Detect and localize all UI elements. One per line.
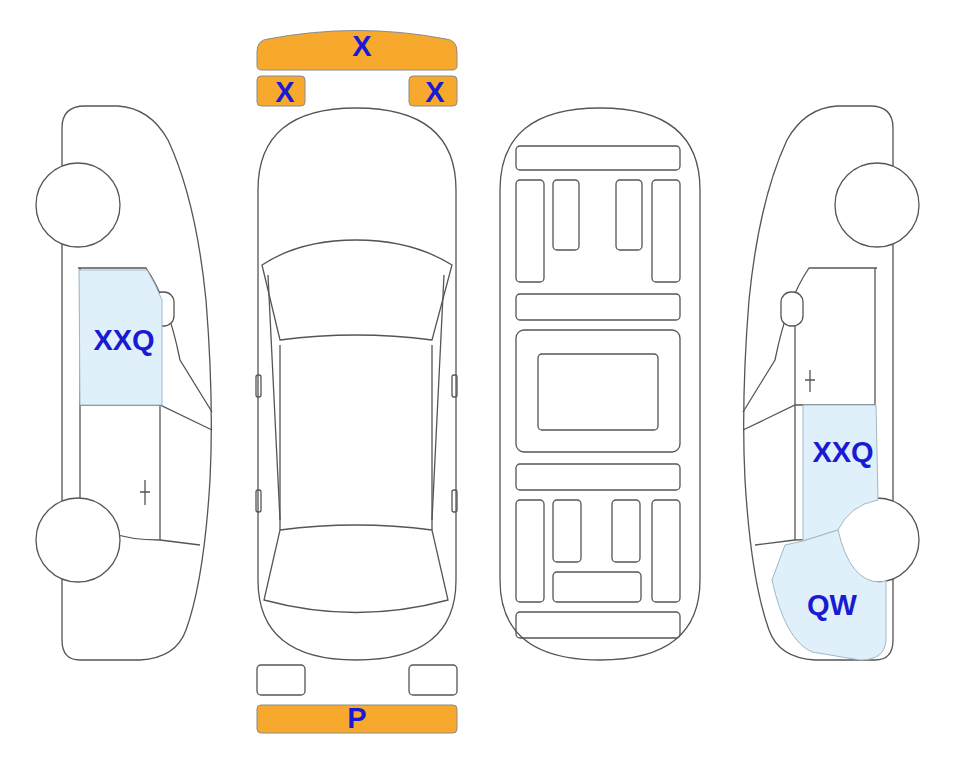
lamp-panel: X — [423, 77, 447, 108]
top-view — [256, 108, 457, 695]
damage-code: X — [273, 77, 297, 107]
door-panel: XXQ — [91, 325, 157, 356]
damage-code: XXQ — [91, 325, 157, 355]
damage-code: P — [345, 703, 369, 733]
bumper-panel: X — [350, 31, 374, 62]
door-panel: XXQ — [810, 437, 876, 468]
bumper-panel: P — [345, 703, 369, 734]
right-side-view — [743, 106, 893, 660]
damage-code: QW — [805, 590, 859, 620]
damage-code: X — [350, 31, 374, 61]
underside-view — [500, 108, 700, 660]
damage-code: X — [423, 77, 447, 107]
lamp-panel: X — [273, 77, 297, 108]
quarter-panel: QW — [805, 590, 859, 621]
left-side-view — [36, 106, 212, 660]
damage-code: XXQ — [810, 437, 876, 467]
